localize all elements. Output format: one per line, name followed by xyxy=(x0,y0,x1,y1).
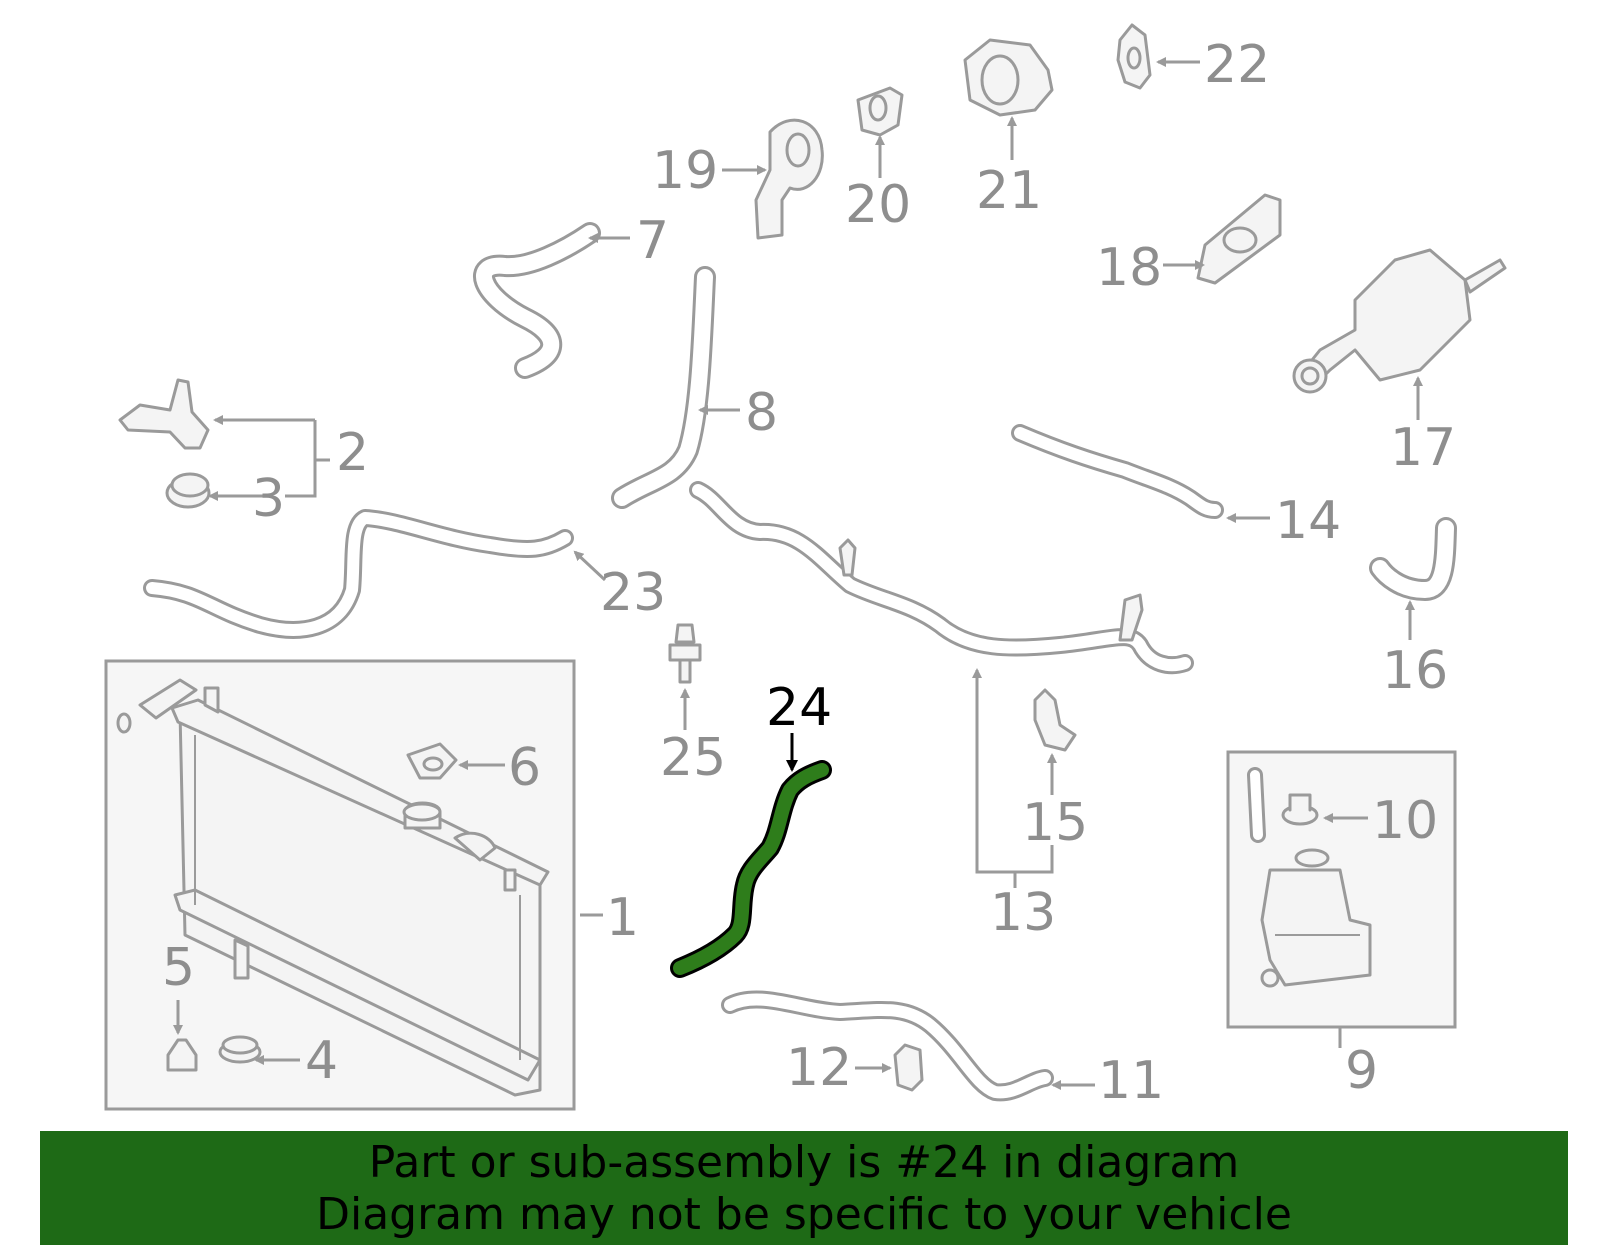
callout-20: 20 xyxy=(845,175,911,235)
part-23-hose-icon xyxy=(143,509,574,639)
part-21-housing-icon xyxy=(963,38,1054,117)
callout-14: 14 xyxy=(1275,491,1341,551)
part-8-hose-icon xyxy=(611,266,716,509)
callout-13: 13 xyxy=(990,883,1056,943)
callout-18: 18 xyxy=(1096,238,1162,298)
part-2-bracket-icon xyxy=(118,378,210,450)
part-18-gasket-icon xyxy=(1196,193,1282,285)
part-15-bracket-icon xyxy=(1033,688,1077,752)
part-11-hose-icon xyxy=(721,990,1054,1102)
callout-8: 8 xyxy=(745,383,778,443)
part-4-icon xyxy=(218,1035,262,1064)
banner-line-disclaimer: Diagram may not be specific to your vehi… xyxy=(316,1189,1292,1240)
radiator-icon xyxy=(170,686,550,1097)
part-20-thermostat-icon xyxy=(856,86,904,137)
radiator-inlet-icon xyxy=(116,678,198,734)
callout-12: 12 xyxy=(786,1038,852,1098)
part-5-icon xyxy=(166,1038,198,1072)
callout-16: 16 xyxy=(1382,641,1448,701)
reservoir-cap-icon xyxy=(1281,793,1319,826)
callout-3: 3 xyxy=(252,469,285,529)
callout-9: 9 xyxy=(1345,1041,1378,1101)
callout-15: 15 xyxy=(1022,793,1088,853)
part-17-pump-housing-icon xyxy=(1292,248,1507,394)
part-22-gasket-icon xyxy=(1116,23,1152,90)
part-3-bushing-icon xyxy=(165,472,211,509)
callout-23: 23 xyxy=(600,563,666,623)
callout-1: 1 xyxy=(606,888,639,948)
reservoir-group[interactable] xyxy=(1226,750,1457,1029)
callout-24[interactable]: 24 xyxy=(766,678,832,738)
callout-21: 21 xyxy=(976,161,1042,221)
part-14-hose-icon xyxy=(1011,424,1224,519)
callout-11: 11 xyxy=(1098,1051,1164,1111)
part-24-hose-highlight[interactable] xyxy=(670,760,832,978)
callout-6: 6 xyxy=(508,738,541,798)
part-13-pipe-icon xyxy=(689,481,1194,675)
callout-17: 17 xyxy=(1390,418,1456,478)
info-banner: Part or sub-assembly is #24 in diagram D… xyxy=(40,1131,1568,1245)
callout-2: 2 xyxy=(336,423,369,483)
leader-lines xyxy=(173,57,1423,1090)
banner-line-part: Part or sub-assembly is #24 in diagram xyxy=(368,1137,1240,1188)
radiator-group[interactable] xyxy=(104,659,576,1111)
callout-19: 19 xyxy=(652,141,718,201)
reservoir-tank-icon xyxy=(1260,848,1372,988)
part-12-clip-icon xyxy=(893,1043,924,1092)
part-19-outlet-icon xyxy=(754,118,824,240)
reservoir-hose-icon xyxy=(1247,767,1266,843)
part-7-hose-icon xyxy=(473,222,601,379)
callout-4: 4 xyxy=(305,1031,338,1091)
part-16-hose-icon xyxy=(1369,517,1457,601)
callout-7: 7 xyxy=(636,211,669,271)
callout-22: 22 xyxy=(1204,35,1270,95)
part-6-bracket-icon xyxy=(406,742,458,780)
callout-25: 25 xyxy=(660,728,726,788)
part-25-sensor-icon xyxy=(668,623,702,684)
callout-10: 10 xyxy=(1372,791,1438,851)
callout-5: 5 xyxy=(162,938,195,998)
callout-labels: 1 2 3 4 5 6 7 8 9 10 11 12 13 14 15 16 1… xyxy=(162,35,1456,1111)
